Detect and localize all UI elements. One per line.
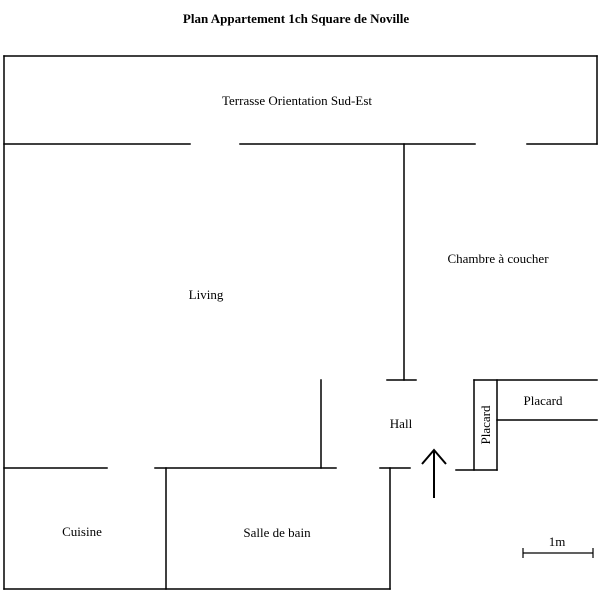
room-label-hall: Hall (390, 416, 413, 431)
scale-label: 1m (549, 534, 566, 549)
scale-bar (522, 548, 594, 558)
walls (3, 55, 598, 590)
room-label-bedroom: Chambre à coucher (447, 251, 549, 266)
plan-title: Plan Appartement 1ch Square de Noville (183, 11, 409, 26)
entrance-arrow-icon (421, 448, 447, 498)
room-label-closet-top: Placard (524, 393, 563, 408)
room-label-living: Living (189, 287, 224, 302)
room-label-closet-side: Placard (478, 405, 493, 444)
room-label-kitchen: Cuisine (62, 524, 102, 539)
room-label-bathroom: Salle de bain (243, 525, 311, 540)
room-label-terrace: Terrasse Orientation Sud-Est (222, 93, 372, 108)
